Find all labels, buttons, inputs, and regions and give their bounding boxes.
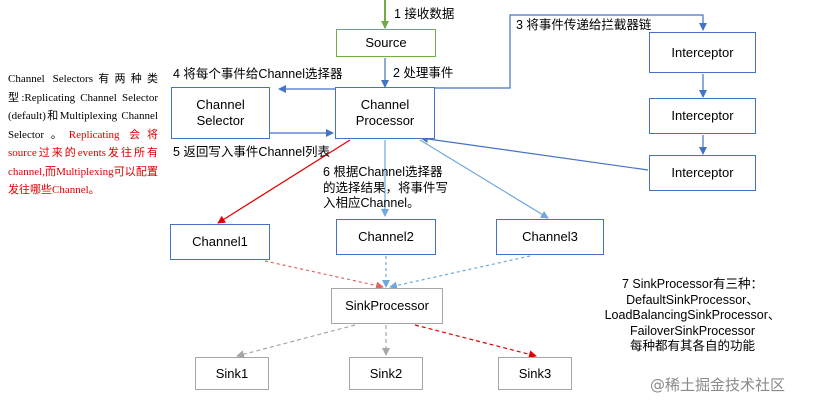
- channel2-node: Channel2: [336, 219, 436, 255]
- interceptor-label: Interceptor: [671, 108, 734, 123]
- arrow-channel1-to-sinkprocessor: [264, 260, 384, 290]
- arrow-sinkprocessor-to-sink3: [414, 324, 537, 359]
- interceptor-node-2: Interceptor: [649, 98, 756, 134]
- channel3-node: Channel3: [496, 219, 604, 255]
- arrow-processor-to-channel1: [217, 139, 351, 224]
- arrow-channel3-to-sinkprocessor: [389, 255, 531, 290]
- sink-info-item: LoadBalancingSinkProcessor、: [604, 308, 781, 322]
- interceptor-node-3: Interceptor: [649, 155, 756, 191]
- sink-info-footer: 每种都有其各自的功能: [629, 339, 755, 353]
- note-text-highlight: Replicating 会将source过来的events发往所有channel…: [8, 128, 158, 197]
- interceptor-label: Interceptor: [671, 165, 734, 180]
- at-icon: @: [650, 376, 665, 394]
- sink-processor-info: 7 SinkProcessor有三种： DefaultSinkProcessor…: [585, 277, 800, 355]
- sink-processor-label: SinkProcessor: [345, 298, 429, 313]
- note-text: Channel Selectors有两种类型:Replicating Chann…: [8, 73, 158, 141]
- sink3-label: Sink3: [518, 365, 552, 381]
- step1-label: 1 接收数据: [394, 7, 455, 21]
- channel1-node: Channel1: [170, 224, 270, 260]
- arrow-processor-to-interceptor: [418, 14, 707, 89]
- sink3-node: Sink3: [498, 357, 572, 390]
- channel-selector-node: Channel Selector: [171, 87, 270, 139]
- step5-label: 5 返回写入事件Channel列表: [173, 145, 330, 159]
- sink-info-item: FailoverSinkProcessor: [629, 323, 756, 338]
- step2-label: 2 处理事件: [393, 66, 454, 80]
- channel1-label: Channel1: [192, 234, 248, 249]
- step4-label: 4 将每个事件给Channel选择器: [173, 67, 343, 81]
- sink-info-title: 7 SinkProcessor有三种：: [621, 277, 763, 291]
- channel-processor-node: Channel Processor: [335, 87, 435, 139]
- step3-label: 3 将事件传递给拦截器链: [516, 18, 652, 32]
- interceptor-label: Interceptor: [671, 44, 734, 60]
- interceptor-node-1: Interceptor: [649, 32, 756, 73]
- channel-selectors-note: Channel Selectors有两种类型:Replicating Chann…: [8, 70, 158, 200]
- sink2-node: Sink2: [349, 357, 423, 390]
- source-node: Source: [336, 29, 436, 57]
- sink1-node: Sink1: [195, 357, 269, 390]
- step6-label: 6 根据Channel选择器的选择结果，将事件写入相应Channel。: [323, 165, 449, 210]
- arrow-sinkprocessor-to-sink1: [236, 324, 356, 359]
- channel-processor-label: Channel Processor: [355, 97, 415, 128]
- arrow-interceptor3-to-processor: [420, 135, 649, 171]
- arrow-processor-to-channel3: [419, 139, 549, 219]
- source-label: Source: [365, 35, 407, 50]
- sink-processor-node: SinkProcessor: [331, 288, 443, 324]
- channel-selector-label: Channel Selector: [196, 97, 245, 128]
- channel2-label: Channel2: [358, 229, 414, 244]
- sink2-label: Sink2: [369, 365, 403, 381]
- watermark-text: 稀土掘金技术社区: [665, 376, 786, 394]
- sink1-label: Sink1: [215, 365, 249, 381]
- watermark: @稀土掘金技术社区: [650, 374, 785, 395]
- channel3-label: Channel3: [522, 229, 578, 244]
- sink-info-item: DefaultSinkProcessor、: [626, 292, 759, 307]
